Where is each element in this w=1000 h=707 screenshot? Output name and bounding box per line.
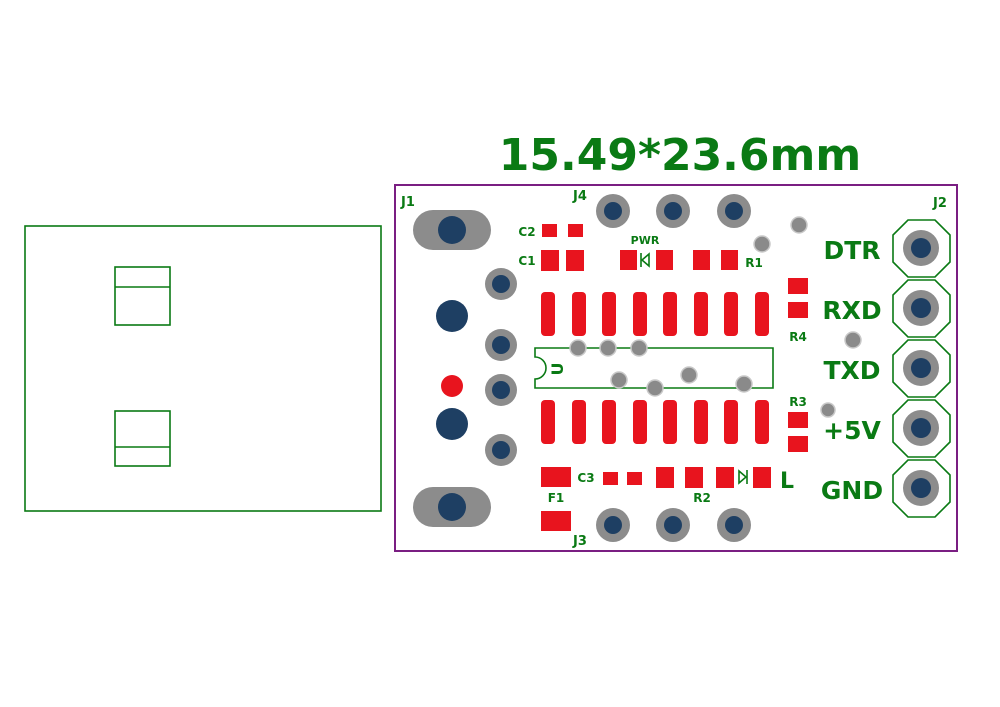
pin-label-gnd: GND [821,476,883,505]
label-pwr: PWR [631,234,660,247]
ic-pads-top [541,292,769,336]
pin-label-dtr: DTR [823,236,880,265]
pin-label-5v: +5V [823,416,881,445]
board-outline [394,184,958,552]
usb-shield-tab-bottom [114,410,171,467]
ic-pads-bottom [541,400,769,444]
label-ic-mark: U [548,363,567,376]
label-c3: C3 [577,471,594,485]
label-c2: C2 [518,225,535,239]
label-r3: R3 [789,395,807,409]
label-r2: R2 [693,491,711,505]
usb-hole [436,300,468,332]
j2-header [892,219,951,518]
label-j1: J1 [400,195,415,210]
label-j2: J2 [932,196,947,211]
vias [569,216,862,418]
usb-connector-outline [24,225,382,512]
usb-shield-tab-top [114,266,171,326]
ic-footprint [534,292,774,444]
pin-label-rxd: RXD [822,296,881,325]
label-f1: F1 [548,491,565,505]
label-r4: R4 [789,330,807,344]
pin-label-txd: TXD [823,356,880,385]
j1-usb-pads [413,210,517,527]
label-c1: C1 [518,254,535,268]
usb-hole [436,408,468,440]
label-r1: R1 [745,256,763,270]
board-dimension-title: 15.49*23.6mm [499,130,861,181]
smd-passives [541,224,808,531]
j4-header [596,194,751,228]
label-j4: J4 [572,189,587,204]
j3-header [596,508,751,542]
led-polarity-marks [640,252,748,485]
label-led-l: L [780,469,794,494]
usb-hole-red [441,375,463,397]
label-j3: J3 [572,534,587,549]
